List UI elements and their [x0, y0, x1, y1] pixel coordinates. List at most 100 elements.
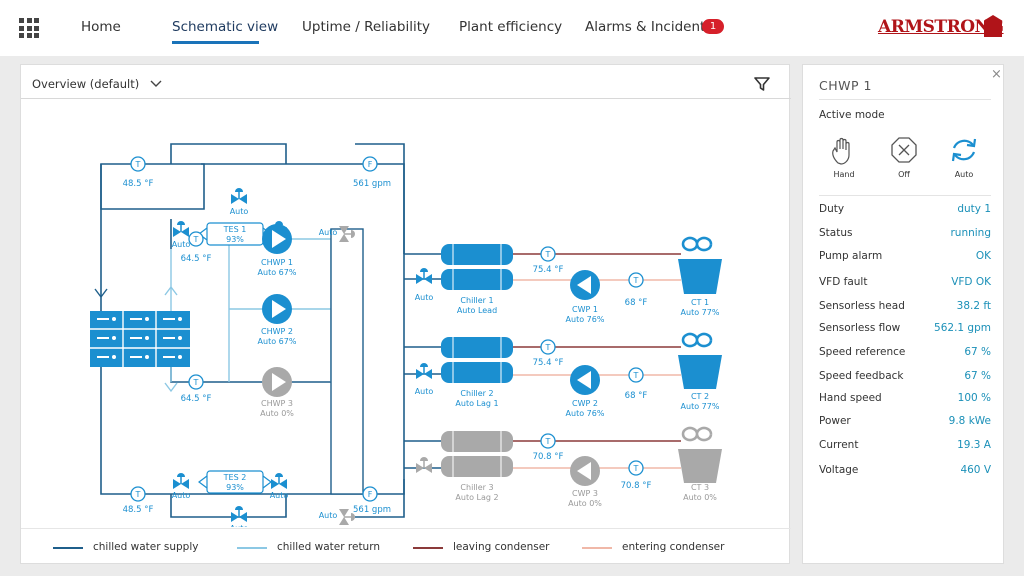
- plant-schematic: Auto Auto Auto TES 1 93% Auto Auto Auto …: [90, 143, 722, 527]
- close-icon[interactable]: ×: [991, 67, 1002, 82]
- chiller-2[interactable]: Auto Chiller 2 Auto Lag 1: [415, 337, 513, 408]
- svg-text:T: T: [193, 235, 199, 244]
- svg-text:68 °F: 68 °F: [625, 298, 648, 308]
- cooling-tower-2[interactable]: CT 2 Auto 77%: [678, 332, 722, 411]
- tes-2-name: TES 2: [223, 473, 247, 482]
- svg-text:Auto 67%: Auto 67%: [258, 268, 297, 277]
- nav-home[interactable]: Home: [81, 19, 121, 35]
- hand-icon: [832, 137, 850, 165]
- svg-text:48.5 °F: 48.5 °F: [123, 505, 154, 515]
- tes-2-valve-group[interactable]: Auto Auto Auto TES 2 93%: [172, 470, 289, 527]
- svg-text:T: T: [633, 371, 639, 380]
- cooling-tower-3[interactable]: CT 3 Auto 0%: [678, 426, 722, 502]
- nav-plant-efficiency[interactable]: Plant efficiency: [459, 19, 563, 35]
- mode-off-button[interactable]: Off: [884, 135, 924, 179]
- legend-divider: [21, 528, 791, 529]
- top-navigation-bar: Home Schematic view Uptime / Reliability…: [0, 0, 1024, 56]
- svg-text:CT 2: CT 2: [691, 392, 709, 401]
- cwp-2-pump[interactable]: CWP 2 Auto 76%: [566, 365, 605, 418]
- flow-arrow-icon: [164, 382, 178, 393]
- cwp-3-pump[interactable]: CWP 3 Auto 0%: [568, 456, 602, 508]
- svg-text:CHWP 3: CHWP 3: [261, 399, 293, 408]
- cooling-tower-1[interactable]: CT 1 Auto 77%: [678, 236, 722, 317]
- temp-sensor-chiller-2[interactable]: T 75.4 °F: [533, 339, 564, 368]
- temp-sensor-ct-2[interactable]: T 68 °F: [625, 367, 648, 401]
- flow-sensor-top[interactable]: F 561 gpm: [353, 156, 391, 189]
- svg-text:561 gpm: 561 gpm: [353, 179, 391, 189]
- svg-text:70.8 °F: 70.8 °F: [533, 452, 564, 462]
- svg-text:Auto: Auto: [319, 511, 338, 520]
- app-grid-icon[interactable]: [19, 18, 39, 38]
- svg-text:T: T: [545, 250, 551, 259]
- bypass-valve-top[interactable]: Auto: [319, 225, 356, 243]
- temp-sensor-chiller-1[interactable]: T 75.4 °F: [533, 246, 564, 275]
- active-mode-label: Active mode: [819, 109, 885, 121]
- temp-sensor-top[interactable]: T 48.5 °F: [123, 156, 154, 189]
- temp-sensor-bottom[interactable]: T 48.5 °F: [123, 486, 154, 515]
- filter-icon[interactable]: [753, 75, 771, 93]
- svg-text:Auto 77%: Auto 77%: [681, 308, 720, 317]
- svg-text:CT 1: CT 1: [691, 298, 709, 307]
- svg-text:Auto: Auto: [319, 228, 338, 237]
- chwp-2-pump[interactable]: CHWP 2 Auto 67%: [258, 294, 297, 346]
- chiller-3[interactable]: Chiller 3 Auto Lag 2: [415, 431, 513, 502]
- svg-text:64.5 °F: 64.5 °F: [181, 394, 212, 404]
- flow-arrow-icon: [164, 285, 178, 296]
- svg-text:Auto: Auto: [415, 387, 434, 396]
- svg-text:Auto 76%: Auto 76%: [566, 315, 605, 324]
- mode-hand-button[interactable]: Hand: [824, 135, 864, 179]
- nav-uptime-reliability[interactable]: Uptime / Reliability: [302, 19, 431, 35]
- legend-entering-condenser: entering condenser: [582, 541, 762, 555]
- header-manifold: [330, 228, 364, 495]
- tes-1-value: 93%: [226, 235, 244, 244]
- svg-text:Auto 76%: Auto 76%: [566, 409, 605, 418]
- panel-title: CHWP 1: [819, 78, 872, 93]
- view-select[interactable]: Overview (default): [32, 77, 140, 91]
- svg-text:Chiller 2: Chiller 2: [460, 389, 493, 398]
- mode-auto-button[interactable]: Auto: [944, 135, 984, 179]
- svg-text:Auto: Auto: [172, 491, 191, 500]
- svg-text:75.4 °F: 75.4 °F: [533, 265, 564, 275]
- temp-sensor-ct-1[interactable]: T 68 °F: [625, 272, 648, 308]
- temp-sensor-chiller-3[interactable]: T 70.8 °F: [533, 433, 564, 462]
- temp-sensor-chwp1[interactable]: T 64.5 °F: [181, 231, 212, 264]
- svg-text:T: T: [633, 464, 639, 473]
- svg-text:561 gpm: 561 gpm: [353, 505, 391, 515]
- heat-exchanger-block[interactable]: [90, 311, 190, 367]
- title-divider: [819, 99, 991, 100]
- svg-text:CWP 1: CWP 1: [572, 305, 598, 314]
- svg-text:Auto: Auto: [230, 207, 249, 216]
- svg-text:Auto: Auto: [270, 491, 289, 500]
- chwp-1-pump[interactable]: CHWP 1 Auto 67%: [258, 224, 297, 277]
- svg-text:Auto Lead: Auto Lead: [457, 306, 497, 315]
- chiller-1[interactable]: Auto Chiller 1 Auto Lead: [415, 244, 513, 315]
- svg-text:T: T: [135, 490, 141, 499]
- svg-text:Auto Lag 2: Auto Lag 2: [455, 493, 498, 502]
- nav-alarms-incidents[interactable]: Alarms & Incidents: [585, 19, 713, 35]
- svg-text:CHWP 1: CHWP 1: [261, 258, 293, 267]
- temp-sensor-chwp3[interactable]: T 64.5 °F: [181, 374, 212, 404]
- flow-sensor-bottom[interactable]: F 561 gpm: [353, 486, 391, 515]
- armstrong-logo-mark: [984, 15, 1002, 37]
- bypass-valve-bottom[interactable]: Auto: [319, 508, 356, 526]
- active-tab-indicator: [172, 41, 259, 44]
- chwp-3-pump[interactable]: CHWP 3 Auto 0%: [260, 367, 294, 418]
- legend-chilled-water-supply: chilled water supply: [53, 541, 233, 555]
- svg-text:F: F: [368, 160, 373, 169]
- temp-sensor-ct-3[interactable]: T 70.8 °F: [621, 460, 652, 491]
- svg-text:CT 3: CT 3: [691, 483, 709, 492]
- svg-text:Auto 0%: Auto 0%: [683, 493, 717, 502]
- nav-schematic-view[interactable]: Schematic view: [172, 19, 279, 35]
- armstrong-logo: ARMSTRONG: [878, 17, 1004, 37]
- chevron-down-icon[interactable]: [149, 77, 163, 91]
- svg-text:Auto: Auto: [172, 240, 191, 249]
- cwp-1-pump[interactable]: CWP 1 Auto 76%: [566, 270, 605, 324]
